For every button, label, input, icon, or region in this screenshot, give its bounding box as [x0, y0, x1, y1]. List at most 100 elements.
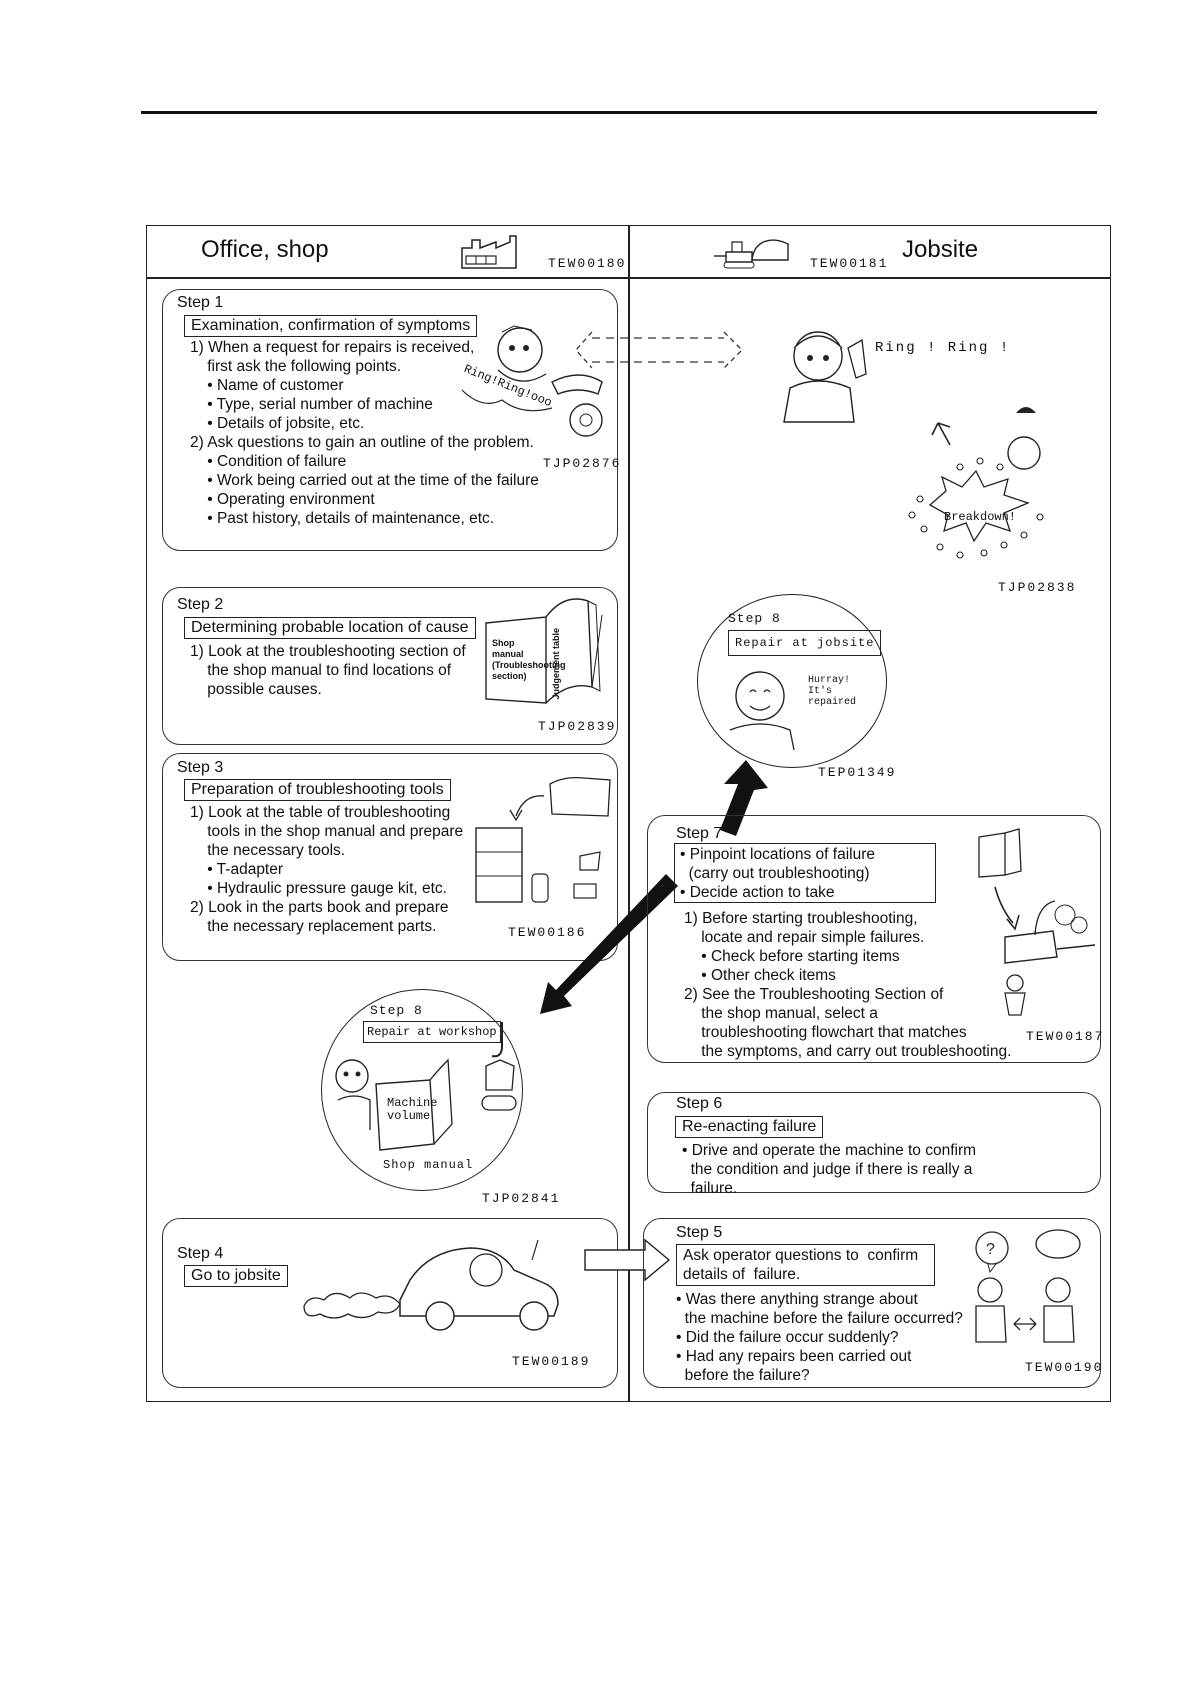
step5-title-box: [676, 1244, 935, 1286]
step5-line-3: • Did the failure occur suddenly?: [676, 1329, 899, 1346]
breakdown-text: Breakdown!: [944, 510, 1017, 524]
step8-workshop-label: Step 8: [370, 1003, 423, 1018]
step3-label: Step 3: [177, 759, 224, 776]
step7-line-7: troubleshooting flowchart that matches: [684, 1024, 967, 1041]
step8-workshop-title: Repair at workshop: [363, 1021, 501, 1043]
step6-line-1: • Drive and operate the machine to confi…: [682, 1142, 977, 1159]
book-left-text: Shop manual (Troubleshooting section): [492, 638, 566, 681]
step7-code: TEW00187: [1026, 1029, 1105, 1044]
step1-line-6: 2) Ask questions to gain an outline of t…: [190, 434, 534, 451]
step2-line-1: 1) Look at the troubleshooting section o…: [190, 643, 466, 660]
step2-code: TJP02839: [538, 719, 617, 734]
step3-line-2: tools in the shop manual and prepare: [190, 823, 464, 840]
step3-line-4: • T-adapter: [190, 861, 284, 878]
step1-line-10: • Past history, details of maintenance, …: [190, 510, 495, 527]
step4-code: TEW00189: [512, 1354, 591, 1369]
step5-panel: [643, 1218, 1101, 1388]
page-top-rule: [141, 111, 1097, 114]
car-driving-illustration: [303, 1239, 559, 1331]
step6-line-2: the condition and judge if there is real…: [682, 1161, 973, 1178]
step7-line-2: locate and repair simple failures.: [684, 929, 925, 946]
happy-worker-illustration: [729, 671, 795, 751]
step7-title-2: (carry out troubleshooting): [680, 865, 870, 882]
step2-title: Determining probable location of cause: [184, 617, 476, 639]
troubleshooting-machine-illustration: [978, 828, 1096, 1016]
step1-line-2: first ask the following points.: [190, 358, 402, 375]
step2-line-2: the shop manual to find locations of: [190, 662, 452, 679]
step3-line-1: 1) Look at the table of troubleshooting: [190, 804, 451, 821]
step4-title: Go to jobsite: [184, 1265, 288, 1287]
ring-text: Ring ! Ring !: [875, 340, 1011, 356]
step5-line-4: • Had any repairs been carried out: [676, 1348, 912, 1365]
step2-line-3: possible causes.: [190, 681, 322, 698]
step7-line-5: 2) See the Troubleshooting Section of: [684, 986, 944, 1003]
step7-label: Step 7: [676, 825, 723, 842]
step8-workshop-circle: [321, 989, 523, 1191]
step4-panel: [162, 1218, 618, 1388]
breakdown-code: TJP02838: [998, 580, 1077, 595]
office-title: Office, shop: [201, 236, 329, 263]
arrow-up-to-jobsite-repair: [720, 760, 768, 836]
step1-code: TJP02876: [543, 456, 622, 471]
step8-jobsite-label: Step 8: [728, 611, 781, 626]
book-right-text: Judgement table: [551, 628, 561, 700]
step5-line-1: • Was there anything strange about: [676, 1291, 918, 1308]
step3-panel: [162, 753, 618, 961]
step5-title-1: Ask operator questions to confirm: [683, 1247, 919, 1264]
step7-line-3: • Check before starting items: [684, 948, 900, 965]
jobsite-title: Jobsite: [902, 236, 979, 263]
step3-title: Preparation of troubleshooting tools: [184, 779, 451, 801]
step1-line-3: • Name of customer: [190, 377, 344, 394]
step5-title-2: details of failure.: [683, 1266, 801, 1283]
step8-jobsite-title: Repair at jobsite: [728, 630, 882, 656]
step2-panel: [162, 587, 618, 745]
step5-code: TEW00190: [1025, 1360, 1104, 1375]
step3-line-6: 2) Look in the parts book and prepare: [190, 899, 449, 916]
step3-line-5: • Hydraulic pressure gauge kit, etc.: [190, 880, 447, 897]
step7-line-1: 1) Before starting troubleshooting,: [684, 910, 918, 927]
step2-label: Step 2: [177, 596, 224, 613]
dashed-double-arrow: [575, 331, 743, 369]
operator-phone-illustration: [783, 331, 867, 423]
step8-workshop-code: TJP02841: [482, 1191, 561, 1206]
step5-line-2: the machine before the failure occurred?: [676, 1310, 963, 1327]
jobsite-code: TEW00181: [810, 256, 889, 271]
workshop-repair-illustration: [335, 1022, 517, 1151]
step7-line-6: the shop manual, select a: [684, 1005, 878, 1022]
step7-title-3: • Decide action to take: [680, 884, 835, 901]
step7-title-box: [674, 843, 936, 903]
step6-label: Step 6: [676, 1095, 723, 1112]
hollow-arrow-to-step5: [584, 1238, 671, 1282]
svg-text:?: ?: [986, 1241, 995, 1258]
breakdown-explosion-illustration: [908, 407, 1044, 559]
step1-line-1: 1) When a request for repairs is receive…: [190, 339, 475, 356]
book-machine-volume: Machine volume: [387, 1096, 438, 1123]
excavator-icon: [714, 239, 789, 269]
step3-line-3: the necessary tools.: [190, 842, 346, 859]
hurray-speech: Hurray! It's repaired: [808, 675, 857, 708]
step1-line-7: • Condition of failure: [190, 453, 347, 470]
step3-code: TEW00186: [508, 925, 587, 940]
step4-label: Step 4: [177, 1245, 224, 1262]
step8-jobsite-circle: [697, 594, 887, 768]
step1-title: Examination, confirmation of symptoms: [184, 315, 478, 337]
tools-cabinet-illustration: [475, 776, 611, 903]
step7-panel: [647, 815, 1101, 1063]
black-arrows: [540, 760, 768, 1014]
step1-panel: [162, 289, 618, 551]
arrow-down-to-workshop-repair: [540, 874, 678, 1014]
step7-title-1: • Pinpoint locations of failure: [680, 846, 875, 863]
step6-line-3: failure.: [682, 1180, 738, 1197]
step8-jobsite-code: TEP01349: [818, 765, 897, 780]
shop-manual-book-illustration: [485, 598, 603, 704]
step7-line-8: the symptoms, and carry out troubleshoot…: [684, 1043, 1012, 1060]
office-code: TEW00180: [548, 256, 627, 271]
step3-line-7: the necessary replacement parts.: [190, 918, 437, 935]
step7-line-4: • Other check items: [684, 967, 836, 984]
step1-label: Step 1: [177, 294, 224, 311]
step1-line-8: • Work being carried out at the time of …: [190, 472, 539, 489]
operator-conversation-illustration: ?: [975, 1229, 1081, 1343]
factory-icon: [461, 235, 517, 269]
header-rule: [146, 277, 1111, 279]
step1-line-9: • Operating environment: [190, 491, 375, 508]
